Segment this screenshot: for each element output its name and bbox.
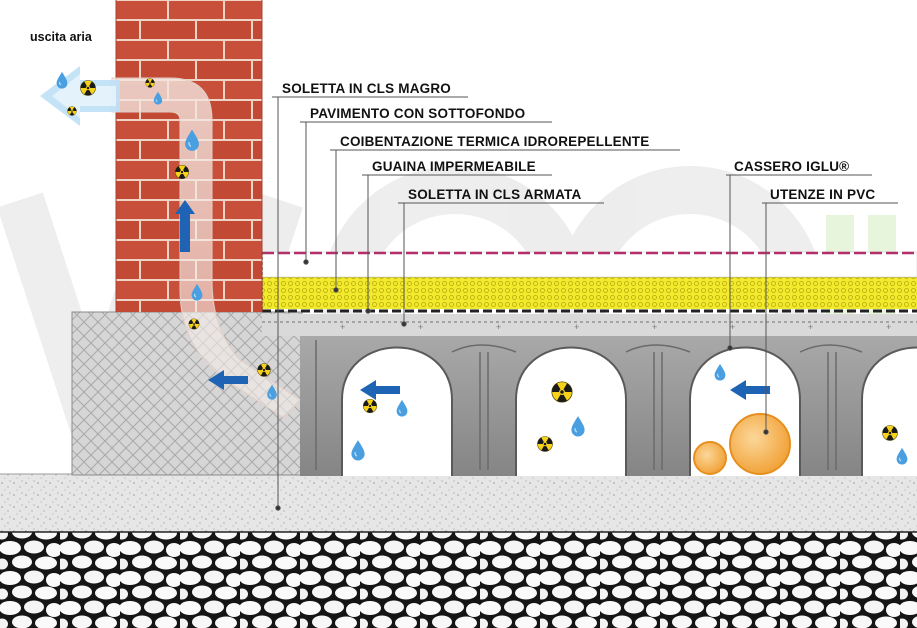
svg-text:+: + <box>496 322 501 332</box>
igloo-formwork <box>300 316 917 476</box>
reinforced-concrete-slab <box>262 314 917 336</box>
insulation-label: COIBENTAZIONE TERMICA IDROREPELLENTE <box>340 134 649 149</box>
reinforced-slab-label: SOLETTA IN CLS ARMATA <box>408 187 581 202</box>
lean-concrete-slab <box>0 474 917 532</box>
gravel-bed <box>0 532 917 628</box>
ventilation-duct <box>111 77 301 419</box>
svg-text:+: + <box>730 322 735 332</box>
leader-lines <box>272 96 898 511</box>
igloo-formwork-label: CASSERO IGLU® <box>734 159 849 174</box>
svg-text:+: + <box>574 322 579 332</box>
air-outlet-arrow <box>40 66 120 126</box>
rebar-ticks: + + + + + + + + <box>340 322 891 332</box>
svg-text:+: + <box>808 322 813 332</box>
svg-text:+: + <box>340 322 345 332</box>
floor-label: PAVIMENTO CON SOTTOFONDO <box>310 106 525 121</box>
water-drop-icon <box>56 71 68 90</box>
pvc-pipes-label: UTENZE IN PVC <box>770 187 875 202</box>
thermal-insulation <box>262 277 917 309</box>
air-flow-arrow-icon <box>175 200 195 252</box>
svg-text:+: + <box>652 322 657 332</box>
air-outlet-label: uscita aria <box>30 30 93 44</box>
floor-screed <box>261 251 917 278</box>
membrane-label: GUAINA IMPERMEABILE <box>372 159 536 174</box>
svg-text:+: + <box>886 322 891 332</box>
pvc-pipes <box>693 413 791 475</box>
svg-text:+: + <box>418 322 423 332</box>
lean-slab-label: SOLETTA IN CLS MAGRO <box>282 81 451 96</box>
